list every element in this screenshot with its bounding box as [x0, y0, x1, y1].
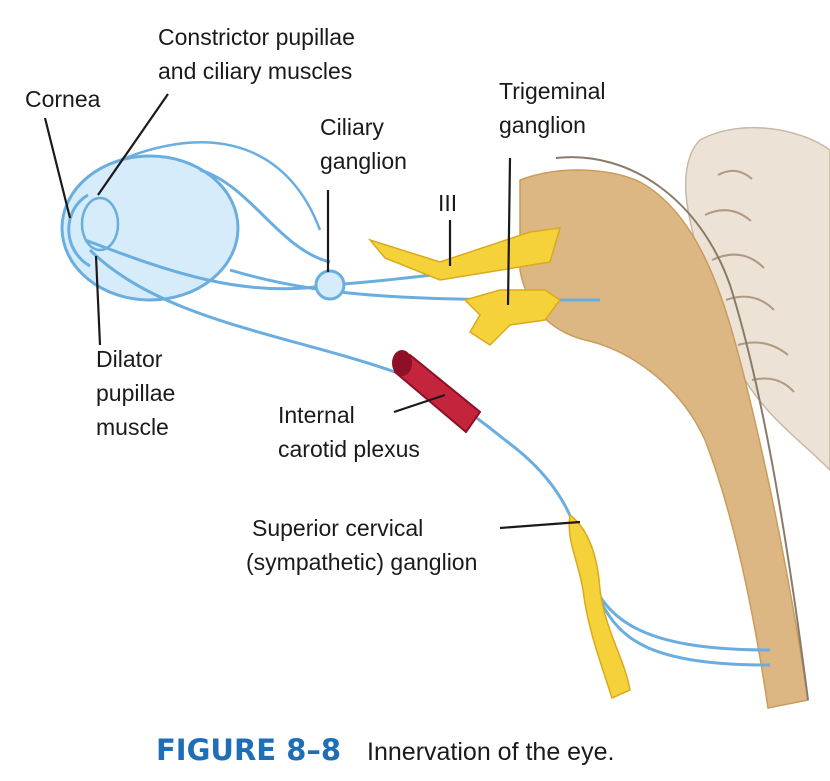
sympathetic-fibre-lower — [598, 599, 771, 667]
constrictor-label-line2: and ciliary muscles — [158, 58, 353, 84]
cornea-curve — [67, 193, 91, 268]
upper-loop-fibre — [119, 141, 322, 231]
eyeball — [60, 154, 240, 302]
nerve-III-label: III — [438, 190, 458, 216]
figure-caption: FIGURE 8–8 Innervation of the eye. — [156, 733, 614, 773]
ciliary-ganglion-label-line2: ganglion — [320, 148, 407, 174]
figure-caption-text: Innervation of the eye. — [367, 738, 615, 766]
eye-innervation-illustration — [43, 93, 830, 709]
figure-number: FIGURE 8–8 — [156, 733, 342, 767]
superior-cervical-ganglion-shape — [568, 513, 631, 700]
sympathetic-fibre — [88, 248, 771, 652]
ciliary-ganglion-label-line1: Ciliary — [320, 114, 384, 140]
short-ciliary-nerve — [84, 238, 331, 291]
cornea-label: Cornea — [25, 86, 101, 112]
constrictor-label-line1: Constrictor pupillae — [158, 24, 355, 50]
oculomotor-nerve-III — [367, 227, 562, 281]
trigeminal-label-line1: Trigeminal — [499, 78, 606, 104]
cerebellum-folds — [704, 169, 795, 393]
brainstem-outline — [555, 156, 809, 701]
trigeminal-ganglion — [463, 289, 562, 346]
dilator-label-line2: pupillae — [96, 380, 176, 406]
dilator-label-line3: muscle — [96, 414, 169, 440]
ciliary-nerve-upper — [199, 168, 331, 264]
internal-carotid-opening — [392, 350, 412, 376]
internal-carotid-label-line1: Internal — [278, 402, 355, 428]
superior-cervical-label-line2: (sympathetic) ganglion — [246, 549, 478, 575]
dilator-label-line1: Dilator — [96, 346, 163, 372]
leader-lines — [43, 93, 581, 530]
trigeminal-label-line2: ganglion — [499, 112, 586, 138]
lens — [80, 196, 120, 252]
superior-cervical-label-line1: Superior cervical — [252, 515, 424, 541]
internal-carotid-label-line2: carotid plexus — [278, 436, 420, 462]
ciliary-ganglion — [314, 269, 346, 301]
